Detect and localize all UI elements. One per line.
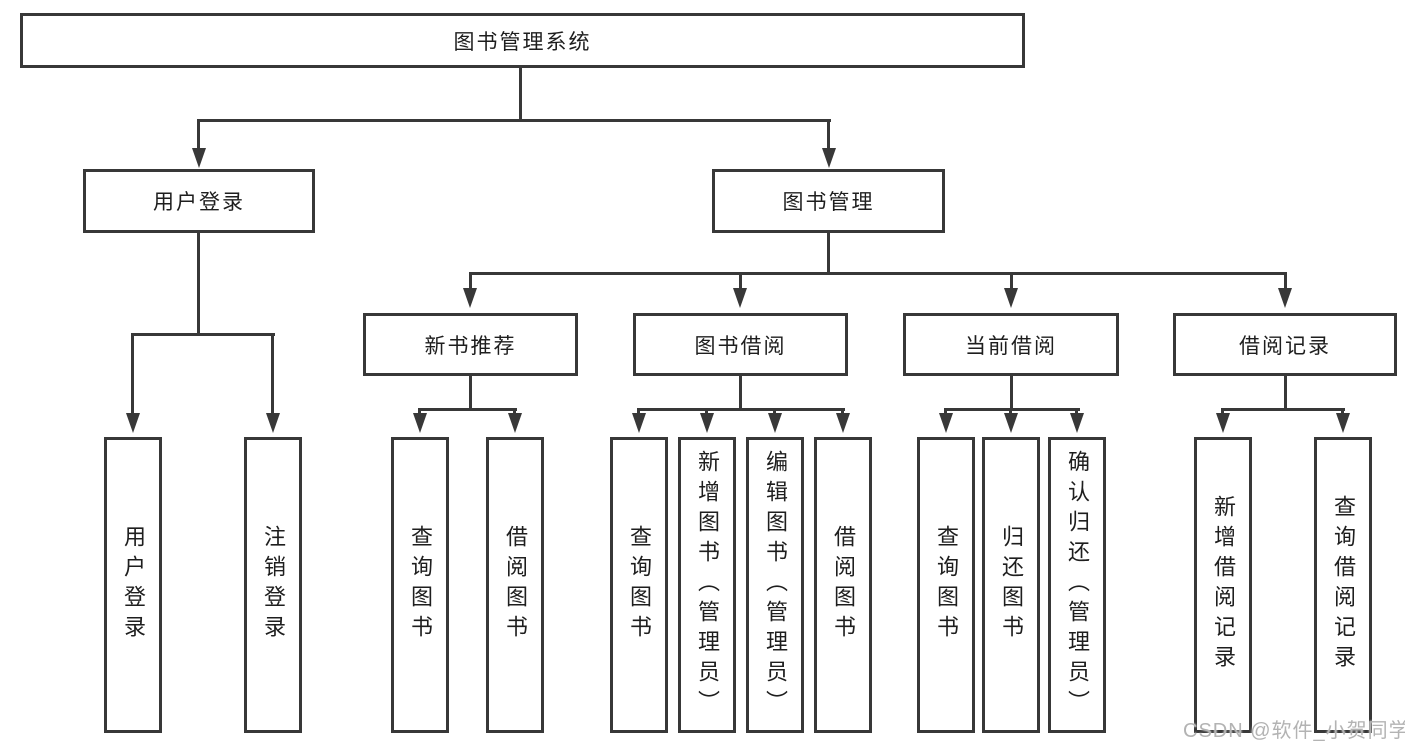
arrow-down-icon [836,413,850,433]
arrow-down-icon [1278,288,1292,308]
leaf-label: 借阅图书 [831,525,856,645]
arrow-down-icon [126,413,140,433]
connector-stem [739,376,742,411]
leaf-borrow-books: 借阅图书 [814,437,872,733]
leaf-edit-book-admin: 编辑图书（管理员） [746,437,804,733]
connector-stem [1284,376,1287,411]
arrow-down-icon [192,148,206,168]
leaf-user-login: 用户登录 [104,437,162,733]
arrow-down-icon [413,413,427,433]
leaf-label: 归还图书 [999,525,1024,645]
connector-split [637,408,845,411]
arrow-down-icon [1004,413,1018,433]
leaf-query-books-current: 查询图书 [917,437,975,733]
leaf-label: 编辑图书（管理员） [763,450,788,720]
leaf-query-books-borrow: 查询图书 [610,437,668,733]
node-user-login: 用户登录 [83,169,315,233]
connector-split [944,408,1080,411]
node-book-management: 图书管理 [712,169,945,233]
connector-split [418,408,517,411]
connector-drop-leaf [1075,408,1078,416]
arrow-down-icon [939,413,953,433]
leaf-add-book-admin: 新增图书（管理员） [678,437,736,733]
arrow-down-icon [768,413,782,433]
leaf-logout: 注销登录 [244,437,302,733]
node-new-book-recommend: 新书推荐 [363,313,578,376]
connector-stem [469,376,472,411]
arrow-down-icon [1336,413,1350,433]
connector-root-stem [519,68,522,121]
connector-drop-leaf [131,333,134,415]
connector-user-split [131,333,275,336]
connector-book-stem [827,233,830,275]
node-current-borrow: 当前借阅 [903,313,1119,376]
leaf-label: 借阅图书 [503,525,528,645]
connector-drop-level3 [739,272,742,290]
connector-drop-leaf [271,333,274,415]
node-borrow-records: 借阅记录 [1173,313,1397,376]
connector-drop-leaf [513,408,516,416]
node-library-management-system: 图书管理系统 [20,13,1025,68]
leaf-query-books-recommend: 查询图书 [391,437,449,733]
leaf-label: 查询图书 [934,525,959,645]
leaf-label: 注销登录 [261,525,286,645]
connector-drop-leaf [841,408,844,416]
arrow-down-icon [266,413,280,433]
connector-drop-level3 [469,272,472,290]
leaf-label: 新增图书（管理员） [695,450,720,720]
leaf-label: 确认归还（管理员） [1065,450,1090,720]
connector-drop-leaf [1009,408,1012,416]
connector-stem [1010,376,1013,411]
connector-drop-book-management [827,119,830,150]
leaf-label: 新增借阅记录 [1211,495,1236,675]
leaf-borrow-books-recommend: 借阅图书 [486,437,544,733]
connector-book-split [469,272,1286,275]
arrow-down-icon [1004,288,1018,308]
leaf-query-borrow-record: 查询借阅记录 [1314,437,1372,733]
leaf-label: 用户登录 [121,525,146,645]
connector-user-stem [197,233,200,335]
leaf-confirm-return-admin: 确认归还（管理员） [1048,437,1106,733]
arrow-down-icon [1070,413,1084,433]
leaf-label: 查询图书 [627,525,652,645]
connector-drop-leaf [1221,408,1224,416]
connector-drop-leaf [1341,408,1344,416]
connector-drop-leaf [705,408,708,416]
connector-split [1221,408,1345,411]
csdn-watermark: CSDN @软件_小贺同学 [1183,720,1405,742]
leaf-return-books: 归还图书 [982,437,1040,733]
connector-drop-level3 [1284,272,1287,290]
connector-drop-leaf [637,408,640,416]
arrow-down-icon [508,413,522,433]
connector-drop-leaf [944,408,947,416]
connector-drop-level3 [1010,272,1013,290]
arrow-down-icon [700,413,714,433]
node-book-borrow: 图书借阅 [633,313,848,376]
arrow-down-icon [463,288,477,308]
arrow-down-icon [1216,413,1230,433]
connector-drop-user-login [197,119,200,150]
connector-drop-leaf [418,408,421,416]
leaf-label: 查询借阅记录 [1331,495,1356,675]
leaf-add-borrow-record: 新增借阅记录 [1194,437,1252,733]
arrow-down-icon [822,148,836,168]
connector-drop-leaf [773,408,776,416]
connector-root-split [197,119,831,122]
arrow-down-icon [733,288,747,308]
arrow-down-icon [632,413,646,433]
leaf-label: 查询图书 [408,525,433,645]
